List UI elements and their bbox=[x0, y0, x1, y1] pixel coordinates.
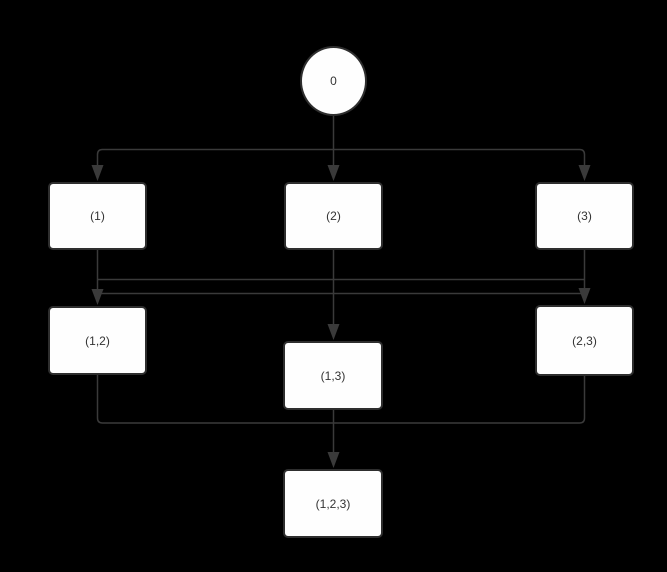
edge-root-to-1 bbox=[96, 148, 334, 165]
node-1-label: (1) bbox=[90, 209, 105, 223]
arrowhead-to-123 bbox=[327, 452, 340, 468]
arrowhead-to-2 bbox=[327, 165, 340, 181]
node-1-3[interactable]: (1,3) bbox=[283, 341, 383, 410]
node-3[interactable]: (3) bbox=[535, 182, 634, 250]
node-2-3[interactable]: (2,3) bbox=[535, 305, 634, 376]
arrowhead-to-13 bbox=[327, 324, 340, 340]
node-1-2-label: (1,2) bbox=[85, 333, 110, 348]
arrowhead-to-12 bbox=[91, 289, 104, 305]
node-1-2[interactable]: (1,2) bbox=[48, 306, 147, 375]
node-0[interactable]: 0 bbox=[300, 46, 367, 116]
arrowhead-to-3 bbox=[578, 165, 591, 181]
arrowhead-to-1 bbox=[91, 165, 104, 181]
edge-root-to-3 bbox=[333, 148, 586, 165]
node-3-label: (3) bbox=[577, 209, 592, 223]
node-2-3-label: (2,3) bbox=[572, 333, 597, 348]
node-2-label: (2) bbox=[326, 209, 341, 223]
node-1-3-label: (1,3) bbox=[320, 368, 346, 383]
node-1[interactable]: (1) bbox=[48, 182, 147, 250]
arrowhead-to-23 bbox=[578, 288, 591, 304]
node-1-2-3[interactable]: (1,2,3) bbox=[283, 469, 383, 538]
node-2[interactable]: (2) bbox=[284, 182, 383, 250]
node-1-2-3-label: (1,2,3) bbox=[315, 496, 351, 511]
node-0-label: 0 bbox=[330, 74, 337, 88]
